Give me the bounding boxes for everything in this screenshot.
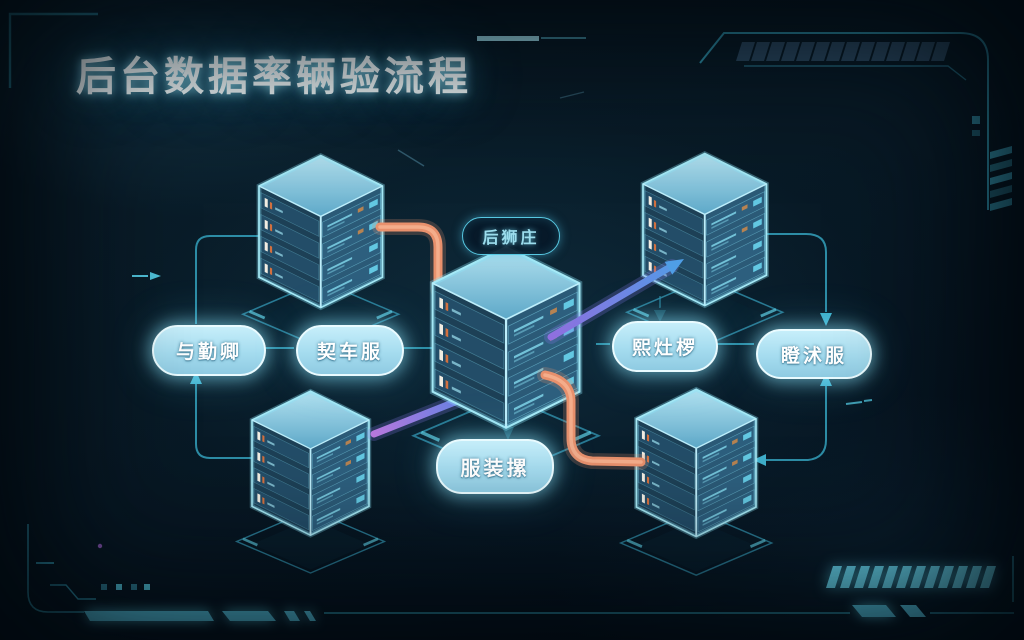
label-left-inner: 契车服 bbox=[296, 325, 404, 376]
label-left-outer-text: 与勤卿 bbox=[175, 341, 242, 363]
edge-topright-server-to-rightouter bbox=[760, 233, 827, 312]
label-bottom-text: 服装摞 bbox=[460, 456, 530, 480]
label-right-inner-text: 熙灶椤 bbox=[631, 337, 698, 359]
server-bottom-right bbox=[621, 389, 772, 575]
page-title: 后台数据率辆验流程 bbox=[76, 54, 472, 100]
right-edge-ticks bbox=[972, 116, 1012, 211]
label-right-outer: 瞪沭服 bbox=[756, 329, 872, 379]
label-right-outer-text: 瞪沭服 bbox=[780, 344, 847, 367]
label-top-text: 后狮庄 bbox=[482, 228, 540, 247]
status-dots bbox=[101, 584, 150, 590]
hud-frame-top-left-bracket bbox=[8, 12, 98, 88]
edge-leftlabel-to-topleft-server bbox=[195, 235, 338, 324]
purple-arrowhead bbox=[664, 259, 684, 275]
hud-frame-bottom-left bbox=[27, 524, 850, 621]
bottom-bright-bars bbox=[84, 611, 316, 621]
label-right-inner: 熙灶椤 bbox=[612, 321, 718, 372]
arrow-up-into-right-label bbox=[820, 373, 832, 386]
arrow-left-into-bottomright-server bbox=[753, 454, 766, 466]
hatch-bar-bottom-right bbox=[826, 566, 996, 588]
label-left-outer: 与勤卿 bbox=[152, 325, 266, 376]
server-top-right bbox=[627, 154, 783, 346]
edge-bottomleft-server-to-leftlabel bbox=[195, 378, 318, 459]
edge-bottomright-server-to-rightouter bbox=[766, 382, 827, 461]
arrow-down-into-right-label bbox=[820, 313, 832, 326]
label-top: 后狮庄 bbox=[462, 217, 560, 255]
arrow-up-into-left-label bbox=[190, 371, 202, 384]
pipe-center-to-bottomright bbox=[537, 367, 649, 470]
label-left-inner-text: 契车服 bbox=[316, 341, 383, 363]
hud-frame-bottom-right bbox=[826, 556, 1014, 617]
server-bottom-left bbox=[237, 391, 385, 573]
server-top-left bbox=[243, 156, 399, 348]
hud-frame-top-right bbox=[699, 32, 1012, 211]
arrow-center-to-topright bbox=[544, 259, 684, 344]
title-accent-dash bbox=[477, 36, 586, 41]
hatch-bar-top-right bbox=[736, 42, 950, 61]
label-bottom: 服装摞 bbox=[436, 439, 554, 494]
scatter-decor bbox=[97, 91, 873, 549]
